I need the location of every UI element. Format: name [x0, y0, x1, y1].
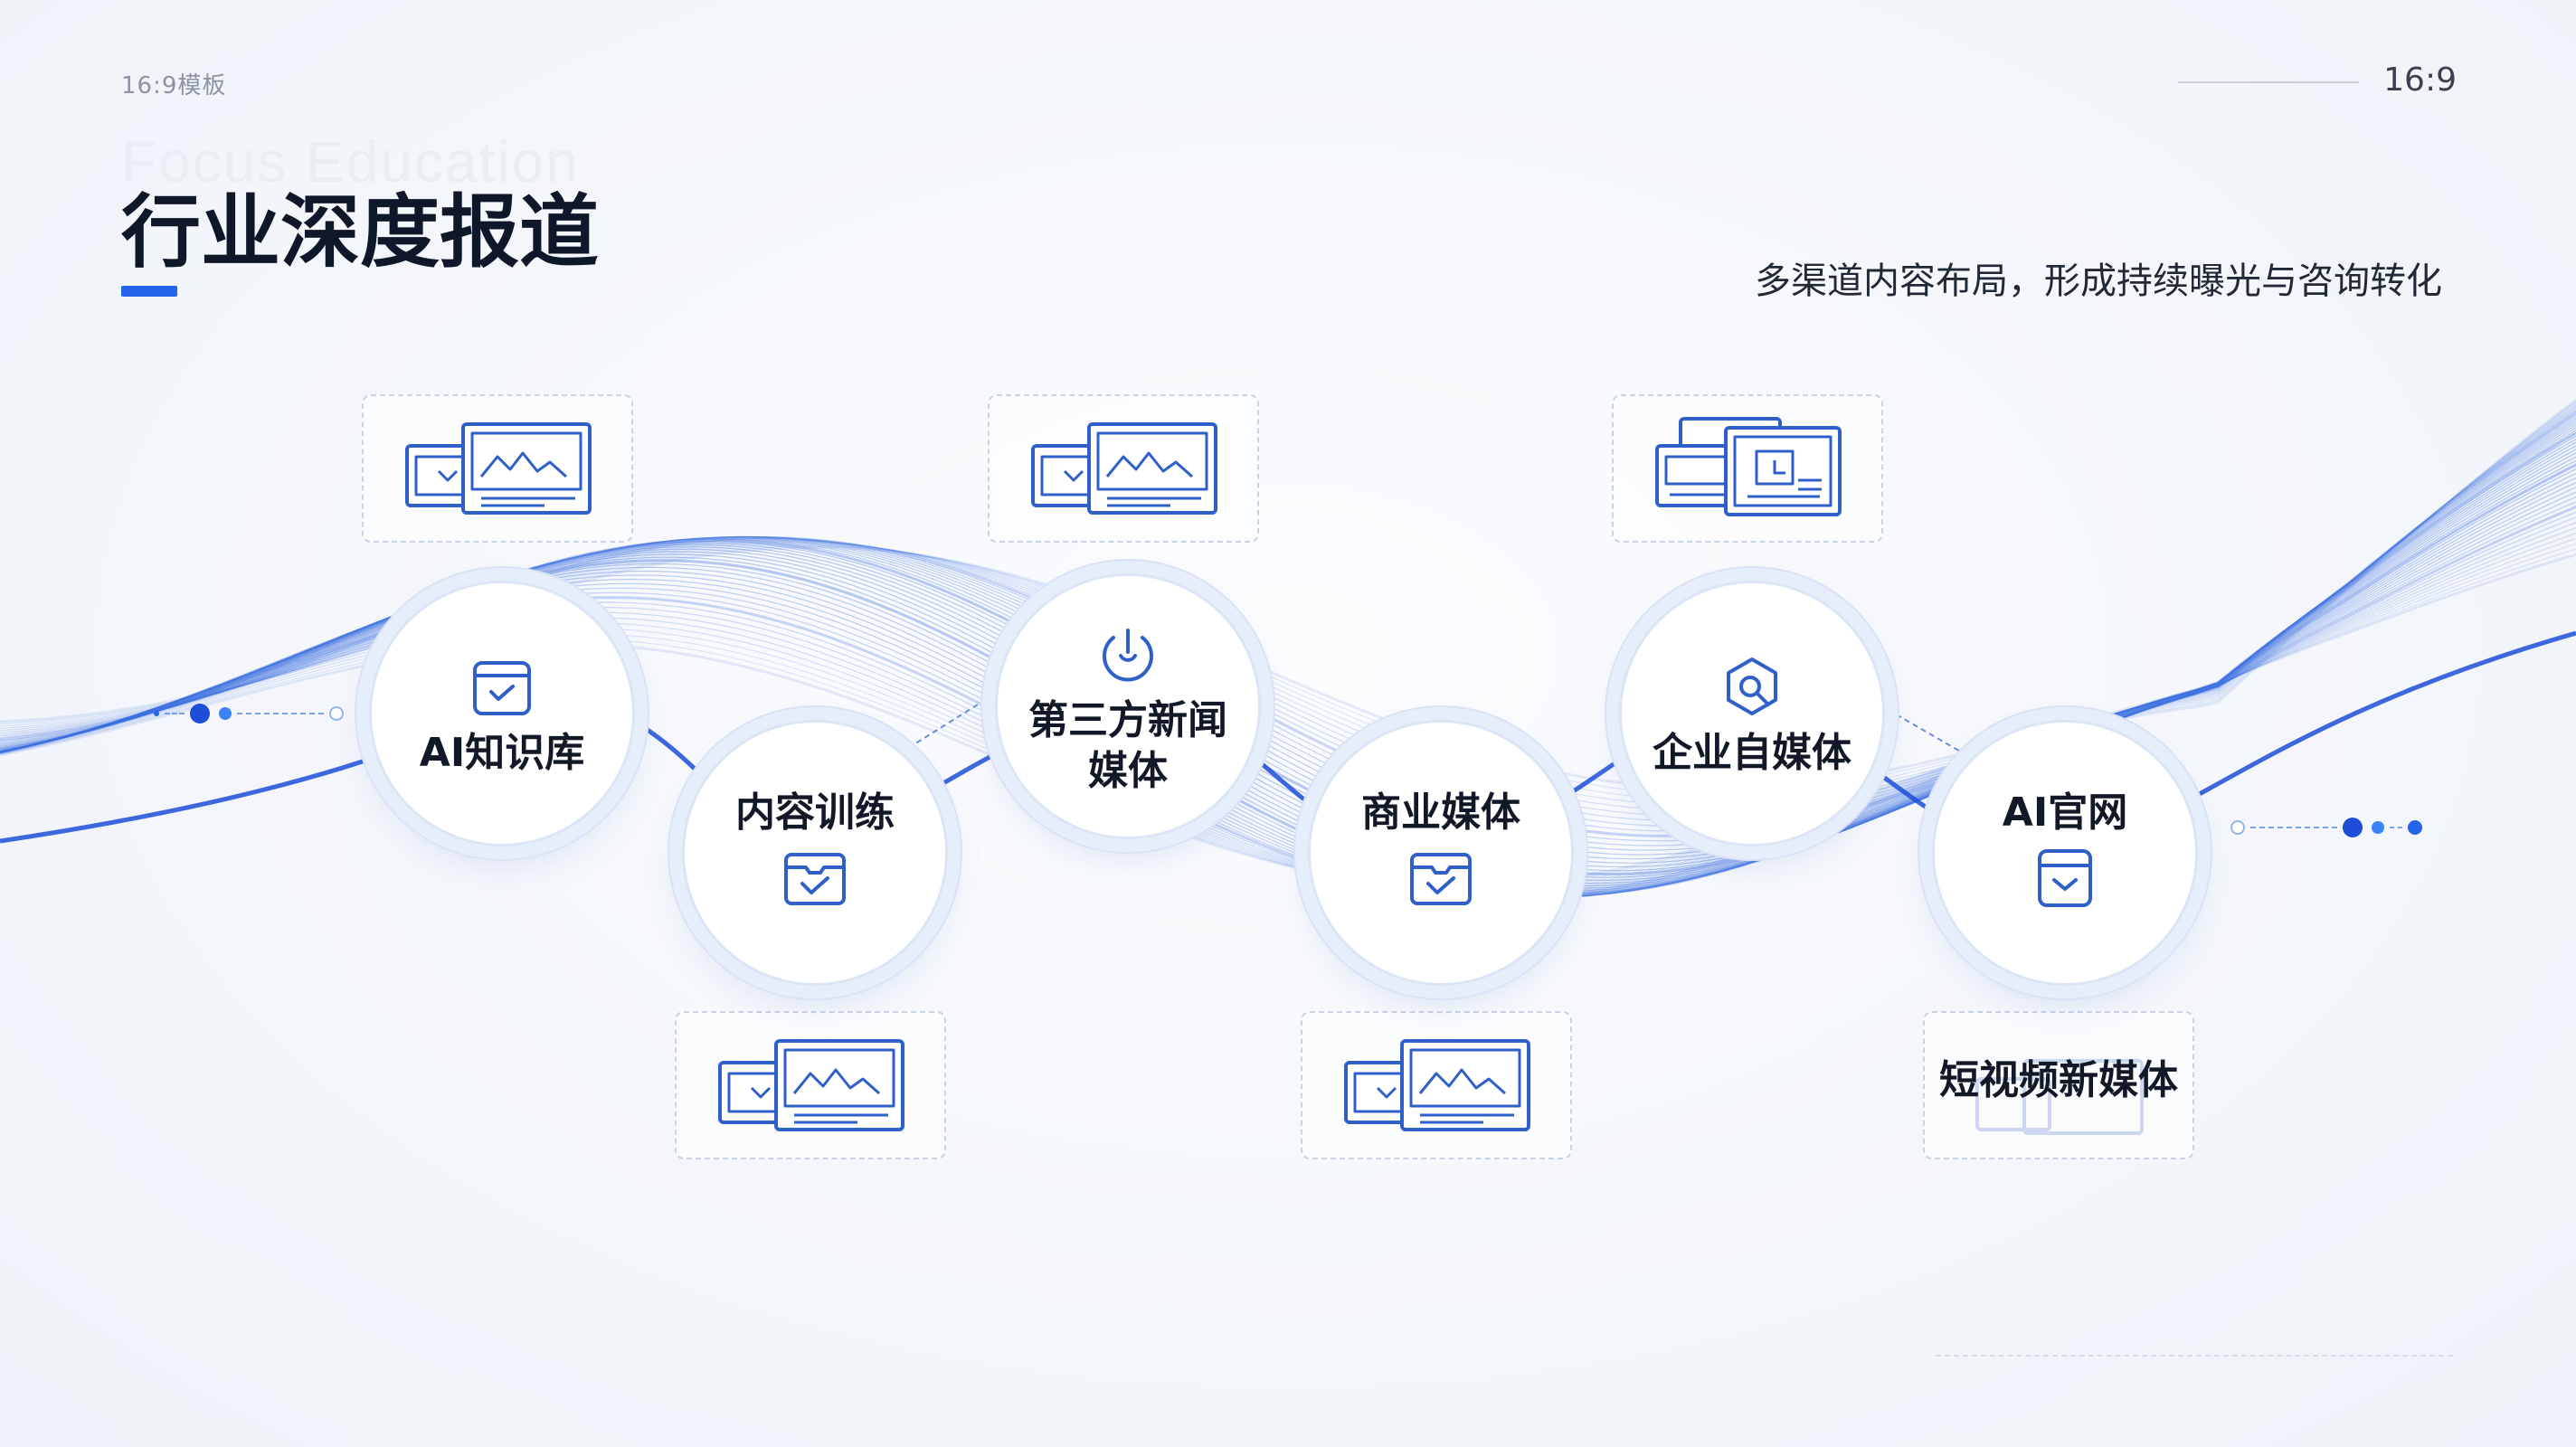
- node-third-party-news-media: 第三方新闻媒体: [995, 573, 1261, 839]
- wave-line: [0, 435, 2576, 894]
- aspect-ratio-label: 16:9: [2383, 61, 2457, 99]
- media-card-3: [1612, 394, 1883, 543]
- node-enterprise-self-media: 企业自媒体: [1619, 581, 1885, 846]
- wave-line: [0, 456, 2576, 881]
- node-content-training: 内容训练: [682, 720, 948, 986]
- wave-line: [0, 430, 2576, 897]
- right-dots-decoration: [2230, 818, 2422, 837]
- left-dots-decoration: [154, 704, 344, 724]
- media-card-2: [988, 394, 1259, 543]
- screens-document-icon: [1639, 408, 1856, 529]
- inbox-check-icon: [1406, 844, 1475, 913]
- media-card-1: [362, 394, 633, 543]
- page-subtitle: 多渠道内容布局，形成持续曝光与咨询转化: [1755, 260, 2442, 302]
- media-card-5: [1301, 1011, 1572, 1159]
- wave-line: [0, 463, 2576, 876]
- node-label: 第三方新闻媒体: [1028, 697, 1227, 794]
- screens-chart-icon: [1015, 408, 1232, 529]
- inbox-down-icon: [2031, 844, 2099, 913]
- node-label: 内容训练: [735, 790, 895, 836]
- node-label: 商业媒体: [1361, 790, 1520, 836]
- power-shield-icon: [1094, 621, 1162, 690]
- ghost-watermark-text: Focus Education: [121, 129, 580, 194]
- footer-dashed-line: [1936, 1355, 2453, 1357]
- template-tag: 16:9模板: [121, 72, 227, 99]
- wave-line: [0, 468, 2576, 872]
- card-label-short-video: 短视频新媒体: [1939, 1057, 2178, 1103]
- screens-chart-icon: [702, 1025, 919, 1146]
- node-commercial-media: 商业媒体: [1308, 720, 1574, 986]
- wave-line: [0, 445, 2576, 889]
- node-ai-website: AI官网: [1932, 720, 2198, 986]
- media-card-6: 短视频新媒体: [1923, 1011, 2194, 1159]
- node-ai-knowledge-base: AI知识库: [369, 581, 635, 846]
- node-label: AI官网: [2002, 790, 2128, 836]
- wave-line: [0, 449, 2576, 887]
- hexagon-search-icon: [1718, 654, 1786, 723]
- media-card-4: [675, 1011, 946, 1159]
- wave-line: [0, 431, 2576, 897]
- inbox-check-icon: [781, 844, 849, 913]
- ratio-divider: [2178, 81, 2359, 83]
- screens-faded-icon: [1950, 1025, 2167, 1146]
- page-title: 行业深度报道: [121, 185, 600, 279]
- wave-line: [0, 441, 2576, 891]
- screens-chart-icon: [1328, 1025, 1545, 1146]
- node-label: 企业自媒体: [1653, 730, 1852, 776]
- calendar-check-icon: [468, 654, 536, 723]
- node-label: AI知识库: [419, 730, 585, 776]
- screens-chart-icon: [389, 408, 606, 529]
- title-accent-bar: [121, 286, 177, 297]
- wave-line: [0, 452, 2576, 884]
- wave-line: [0, 438, 2576, 894]
